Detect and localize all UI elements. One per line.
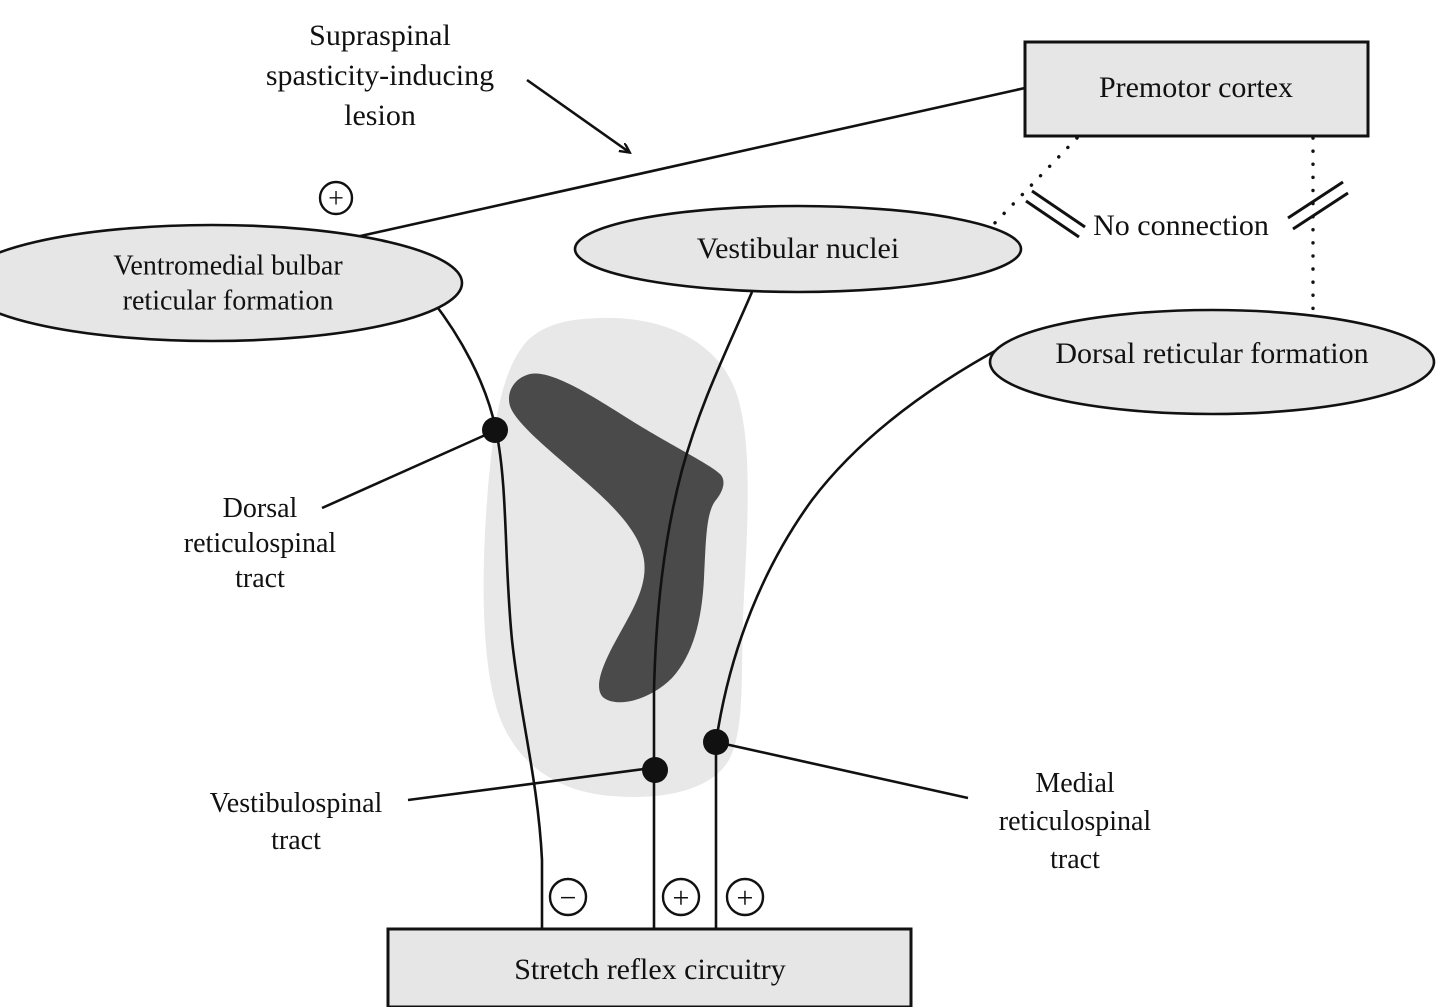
connector-dorsal-rf-descending	[714, 344, 1005, 944]
annotation-supraspinal-lesion: Supraspinal spasticity-inducing lesion	[266, 19, 494, 132]
no-connection-slash-right	[1287, 180, 1349, 231]
annotation-vestibulospinal-tract: Vestibulospinal tract	[210, 788, 383, 856]
lesion-label-line3: lesion	[344, 99, 416, 132]
sign-circle	[725, 877, 765, 917]
sign-glyph-plus: +	[328, 184, 344, 215]
junction-dot-dorsal-reticulospinal	[482, 417, 508, 443]
no-connection-label: No connection	[1093, 209, 1269, 242]
medial-reticulospinal-label-line1: Medial	[1035, 768, 1115, 799]
no-connection-slash-left	[1025, 189, 1086, 239]
leader-vestibulospinal	[407, 766, 653, 802]
leader-dorsal-reticulospinal	[321, 430, 493, 510]
sign-badge-inhibitory-dorsal-reticulospinal: −	[548, 877, 588, 917]
dorsal-reticulospinal-label-line2: reticulospinal	[184, 528, 337, 559]
annotation-medial-reticulospinal-tract: Medial reticulospinal tract	[999, 768, 1152, 875]
sign-circle	[661, 877, 701, 917]
spinal-cord-cross-section	[483, 317, 748, 797]
dorsal-reticulospinal-label-line1: Dorsal	[223, 493, 298, 524]
lesion-pointer-arrow	[526, 78, 629, 152]
sign-circle	[318, 180, 354, 216]
node-dorsal-reticular-formation[interactable]: Dorsal reticular formation	[988, 308, 1436, 416]
node-ventromedial-bulbar-reticular-formation[interactable]: Ventromedial bulbar reticular formation	[0, 223, 464, 343]
premotor-cortex-label: Premotor cortex	[1099, 71, 1293, 104]
node-premotor-cortex[interactable]: Premotor cortex	[1023, 40, 1370, 138]
stretch-reflex-circuitry-label: Stretch reflex circuitry	[514, 953, 786, 986]
sign-glyph-minus: −	[560, 882, 577, 915]
node-vestibular-nuclei[interactable]: Vestibular nuclei	[573, 204, 1023, 294]
dorsal-reticular-formation-ellipse	[988, 308, 1436, 416]
ventromedial-bulbar-rf-label-line1: Ventromedial bulbar	[113, 250, 343, 281]
annotation-dorsal-reticulospinal-tract: Dorsal reticulospinal tract	[184, 493, 337, 594]
cord-gray-matter	[508, 373, 724, 703]
medial-reticulospinal-label-line2: reticulospinal	[999, 806, 1152, 837]
vestibular-nuclei-label: Vestibular nuclei	[697, 232, 899, 265]
ventromedial-bulbar-rf-label-line2: reticular formation	[123, 285, 334, 316]
vestibulospinal-label-line2: tract	[271, 825, 321, 856]
sign-badge-excitatory-vestibulospinal: +	[661, 877, 701, 917]
ventromedial-bulbar-rf-ellipse	[0, 223, 464, 343]
sign-circle	[548, 877, 588, 917]
stretch-reflex-circuitry-box	[386, 927, 913, 1007]
medial-reticulospinal-label-line3: tract	[1050, 844, 1100, 875]
leader-medial-reticulospinal	[715, 740, 969, 800]
vestibular-nuclei-ellipse	[573, 204, 1023, 294]
sign-glyph-plus: +	[737, 882, 754, 915]
connector-vestibular-descending	[652, 291, 754, 944]
junction-dot-vestibulospinal	[642, 757, 668, 783]
lesion-label-line2: spasticity-inducing	[266, 59, 494, 92]
sign-badge-excitatory-cortex-to-vmbrf: +	[318, 180, 354, 216]
node-stretch-reflex-circuitry[interactable]: Stretch reflex circuitry	[386, 927, 913, 1007]
connector-premotor-to-vmbrf	[337, 86, 1026, 243]
sign-badge-excitatory-medial-reticulospinal: +	[725, 877, 765, 917]
premotor-cortex-box	[1023, 40, 1370, 138]
dorsal-reticular-formation-label: Dorsal reticular formation	[1055, 337, 1368, 370]
dorsal-reticulospinal-label-line3: tract	[235, 563, 285, 594]
dotted-no-connection-left	[960, 136, 1079, 259]
sign-glyph-plus: +	[673, 882, 690, 915]
vestibulospinal-label-line1: Vestibulospinal	[210, 788, 383, 819]
junction-dot-medial-reticulospinal	[703, 729, 729, 755]
lesion-label-line1: Supraspinal	[309, 19, 451, 52]
connector-vmbrf-descending	[430, 299, 544, 944]
